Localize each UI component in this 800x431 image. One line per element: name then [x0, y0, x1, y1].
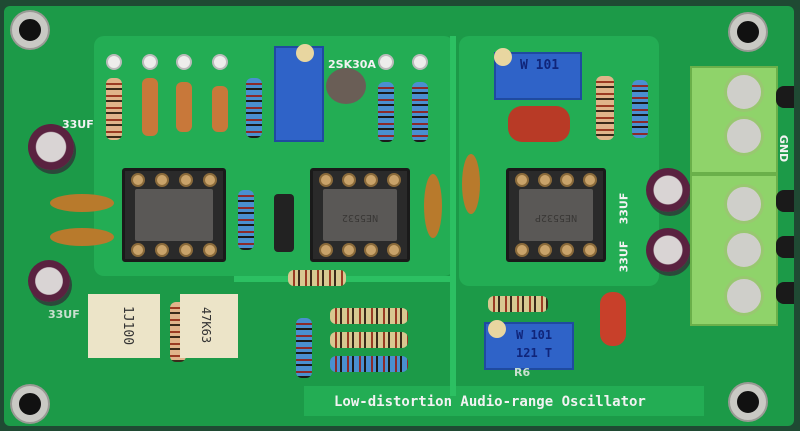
cap-label: 33UF	[62, 118, 94, 131]
terminal-screw[interactable]	[724, 116, 764, 156]
pot-screw-icon	[494, 48, 512, 66]
resistor	[330, 308, 408, 324]
capacitor-marking: 47K63	[199, 306, 214, 344]
resistor	[378, 82, 394, 142]
solder-pad	[378, 54, 394, 70]
opamp-ic	[122, 168, 226, 262]
resistor	[106, 78, 122, 140]
diode	[176, 82, 192, 132]
wire	[776, 282, 794, 304]
terminal-screw[interactable]	[724, 276, 764, 316]
box-capacitor: 47K63	[180, 294, 238, 358]
diode	[142, 78, 158, 136]
resistor	[412, 82, 428, 142]
resistor	[596, 76, 614, 140]
opamp-ic: NE5532P	[506, 168, 606, 262]
jfet-transistor	[326, 68, 366, 104]
jfet-label: 2SK30A	[328, 58, 376, 71]
solder-pad	[176, 54, 192, 70]
ceramic-capacitor	[50, 228, 114, 246]
pot-screw-icon	[296, 44, 314, 62]
mounting-hole	[12, 12, 48, 48]
pot-reference-label: R6	[514, 366, 531, 379]
capacitor-marking: 1J100	[120, 305, 136, 346]
cap-label: 33UF	[617, 192, 631, 225]
diode	[212, 86, 228, 132]
solder-pad	[212, 54, 228, 70]
pot-marking: W 101	[516, 328, 553, 342]
ceramic-capacitor	[424, 174, 442, 238]
electrolytic-capacitor	[646, 228, 690, 272]
wire	[776, 190, 794, 212]
terminal-screw[interactable]	[724, 184, 764, 224]
solder-pad	[142, 54, 158, 70]
resistor	[330, 356, 408, 372]
pot-marking: W 101	[520, 58, 560, 73]
resistor	[288, 270, 346, 286]
film-capacitor	[600, 292, 626, 346]
copper-plane	[304, 386, 704, 416]
diode	[274, 194, 294, 252]
electrolytic-capacitor	[28, 260, 70, 302]
gnd-label: GND	[777, 134, 791, 163]
ceramic-capacitor	[462, 154, 480, 214]
board-title: Low-distortion Audio-range Oscillator	[334, 394, 646, 410]
resistor	[296, 318, 312, 378]
resistor	[330, 332, 408, 348]
resistor	[238, 190, 254, 250]
cap-label: 33UF	[617, 240, 631, 273]
trace	[450, 36, 456, 396]
electrolytic-capacitor	[646, 168, 690, 212]
resistor	[632, 80, 648, 138]
opamp-ic: NE5532	[310, 168, 410, 262]
mounting-hole	[730, 14, 766, 50]
mounting-hole	[730, 384, 766, 420]
terminal-screw[interactable]	[724, 72, 764, 112]
resistor	[246, 78, 262, 138]
film-capacitor	[508, 106, 570, 142]
mounting-hole	[12, 386, 48, 422]
box-capacitor: 1J100	[88, 294, 160, 358]
resistor	[488, 296, 548, 312]
wire	[776, 86, 794, 108]
terminal-screw[interactable]	[724, 230, 764, 270]
pcb-board: 2SK30A W 101 33UF 33UF 33UF 33UF NE5532 …	[4, 6, 794, 426]
chip-marking: NE5532P	[519, 189, 593, 241]
electrolytic-capacitor	[28, 124, 74, 170]
wire	[776, 236, 794, 258]
chip-marking: NE5532	[323, 189, 397, 241]
cap-label: 33UF	[48, 308, 80, 321]
pot-marking: 121 T	[516, 346, 553, 360]
solder-pad	[106, 54, 122, 70]
pot-screw-icon	[488, 320, 506, 338]
ceramic-capacitor	[50, 194, 114, 212]
solder-pad	[412, 54, 428, 70]
